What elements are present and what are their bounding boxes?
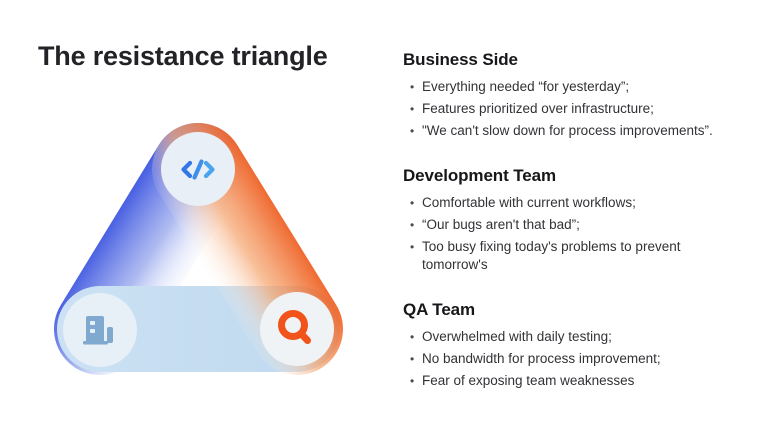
bullet-text: “Our bugs aren't that bad”; [422, 217, 580, 232]
section-development: Development Team Comfortable with curren… [403, 164, 733, 274]
bullet-text: "We can't slow down for process improvem… [422, 123, 713, 138]
bullet-item: "We can't slow down for process improvem… [403, 122, 733, 140]
slide-title: The resistance triangle [38, 41, 328, 71]
bullet-text: Overwhelmed with daily testing; [422, 329, 612, 344]
bullet-item: Too busy fixing today's problems to prev… [403, 238, 733, 274]
building-icon [83, 316, 113, 345]
bullet-text: Features prioritized over infrastructure… [422, 101, 654, 116]
section-business: Business Side Everything needed “for yes… [403, 48, 733, 140]
qa-bullet-list: Overwhelmed with daily testing; No bandw… [403, 328, 733, 390]
text-column: Business Side Everything needed “for yes… [403, 48, 733, 414]
bullet-text: Too busy fixing today's problems to prev… [422, 239, 681, 272]
bullet-text: Fear of exposing team weaknesses [422, 373, 635, 388]
business-bullet-list: Everything needed “for yesterday”; Featu… [403, 78, 733, 140]
resistance-triangle-graphic [54, 123, 343, 375]
qa-team-heading: QA Team [403, 300, 476, 319]
business-side-heading: Business Side [403, 50, 518, 69]
development-bullet-list: Comfortable with current workflows; “Our… [403, 194, 733, 274]
bullet-text: Comfortable with current workflows; [422, 195, 636, 210]
development-team-heading: Development Team [403, 166, 557, 185]
bullet-text: No bandwidth for process improvement; [422, 351, 661, 366]
section-qa: QA Team Overwhelmed with daily testing; … [403, 298, 733, 390]
bullet-item: Everything needed “for yesterday”; [403, 78, 733, 96]
qa-circle [260, 292, 334, 366]
bullet-item: No bandwidth for process improvement; [403, 350, 733, 368]
bullet-item: “Our bugs aren't that bad”; [403, 216, 733, 234]
bullet-item: Fear of exposing team weaknesses [403, 372, 733, 390]
magnifier-icon [278, 310, 311, 344]
bullet-text: Everything needed “for yesterday”; [422, 79, 630, 94]
bullet-item: Overwhelmed with daily testing; [403, 328, 733, 346]
bullet-item: Features prioritized over infrastructure… [403, 100, 733, 118]
code-icon [181, 159, 215, 180]
bullet-item: Comfortable with current workflows; [403, 194, 733, 212]
